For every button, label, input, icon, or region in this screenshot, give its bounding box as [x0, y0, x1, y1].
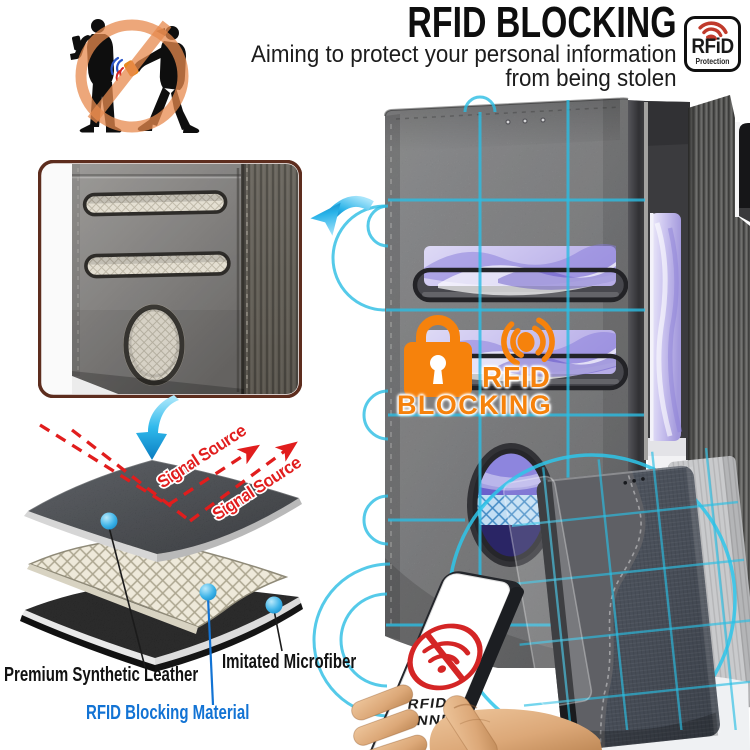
badge-brand: RFiD — [691, 35, 734, 58]
card-slots-photo — [38, 160, 302, 398]
padlock-icon — [404, 315, 472, 397]
layer-marker-leather — [100, 512, 118, 530]
badge-caption: Protection — [695, 57, 730, 66]
layer-marker-microfiber — [265, 596, 283, 614]
layers-diagram: Signal Source Signal Source — [20, 418, 307, 706]
prohibition-slash — [87, 20, 172, 124]
subtitle-line1: Aiming to protect your personal informat… — [251, 41, 677, 68]
header: RFID BLOCKING Aiming to protect your per… — [219, 0, 677, 92]
mesh-window-oval — [123, 304, 185, 386]
scanner-scene: RFID SCANNER — [351, 448, 750, 750]
closed-wallet-case — [536, 465, 721, 750]
label-premium-synthetic-leather: Premium Synthetic Leather — [4, 664, 199, 686]
card-slot-pills — [82, 190, 231, 279]
curved-arrow-down-icon — [136, 395, 179, 460]
rfid-waves-icon — [698, 21, 728, 41]
contactless-waves-icon — [501, 317, 555, 366]
prohibition-ring — [75, 19, 189, 133]
page-title: RFID BLOCKING — [407, 0, 677, 47]
curved-arrow-left-icon — [310, 195, 374, 236]
hand — [351, 684, 602, 750]
layer-marker-mesh — [199, 583, 217, 601]
overlay-rfid-text: RFID — [482, 362, 551, 394]
no-wifi-icon — [407, 623, 483, 691]
rfid-protection-badge: RFiD Protection — [684, 16, 741, 72]
overlay-blocking-text: BLOCKING — [397, 390, 553, 420]
subtitle-line2: from being stolen — [505, 65, 677, 92]
label-imitated-microfiber: Imitated Microfiber — [222, 651, 357, 673]
label-rfid-blocking-material: RFID Blocking Material — [86, 702, 250, 724]
no-pickpocket-icon — [70, 19, 200, 133]
scanner-text-line1: RFID — [407, 696, 449, 713]
